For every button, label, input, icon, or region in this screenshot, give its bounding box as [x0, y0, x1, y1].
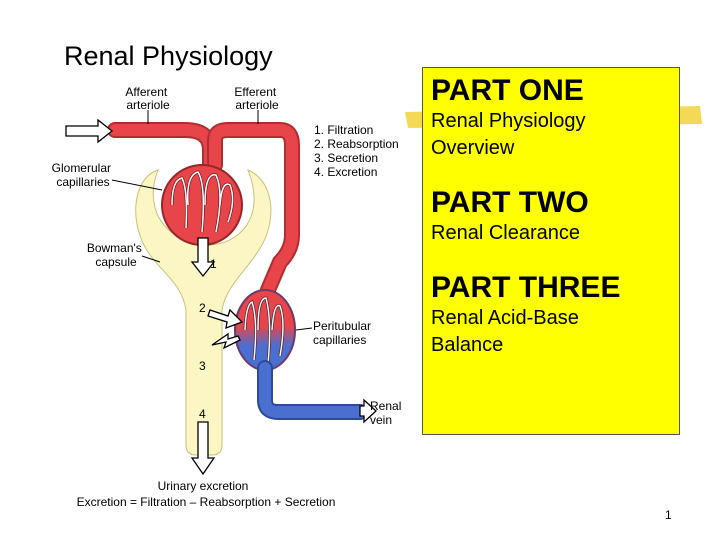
part-three-heading: PART THREE	[431, 271, 621, 304]
peritubular-capillaries	[234, 289, 296, 371]
arrow-number-2: 2	[199, 301, 206, 315]
arrow-number-3: 3	[199, 359, 206, 373]
part-three-subtitle-line-1: Renal Acid-Base	[431, 307, 579, 329]
afferent-label: Afferent arteriole	[125, 85, 170, 112]
renal-vein	[257, 360, 368, 420]
part-one-subtitle-line-1: Renal Physiology	[431, 110, 586, 132]
urinary-excretion-label: Urinary excretion	[158, 479, 249, 493]
renal-vein-arrow	[359, 398, 377, 424]
bowmans-label: Bowman's capsule	[87, 241, 145, 269]
part-one-heading: PART ONE	[431, 74, 584, 107]
page-number: 1	[665, 508, 672, 522]
part-one-subtitle-line-2: Overview	[431, 137, 515, 159]
excretion-arrow	[190, 421, 216, 476]
arrow-number-4: 4	[199, 407, 206, 421]
part-two-heading: PART TWO	[431, 186, 589, 219]
peritubular-label: Peritubular capillaries	[313, 319, 374, 347]
reabsorption-arrow	[207, 308, 244, 330]
efferent-label: Efferent arteriole	[234, 85, 279, 112]
filtration-arrow	[190, 237, 216, 278]
excretion-equation: Excretion = Filtration – Reabsorption + …	[77, 495, 336, 509]
parts-box: PART ONE Renal Physiology Overview PART …	[422, 67, 680, 435]
process-list: 1. Filtration 2. Reabsorption 3. Secreti…	[314, 123, 402, 179]
arrow-number-1: 1	[210, 257, 217, 271]
slide-title: Renal Physiology	[64, 41, 273, 71]
part-two-subtitle: Renal Clearance	[431, 222, 580, 244]
secretion-arrow	[211, 332, 241, 350]
renal-vein-label: Renal vein	[370, 399, 405, 427]
inflow-arrow	[65, 118, 114, 144]
glomerular-label: Glomerular capillaries	[52, 161, 115, 189]
part-three-subtitle-line-2: Balance	[431, 334, 504, 356]
